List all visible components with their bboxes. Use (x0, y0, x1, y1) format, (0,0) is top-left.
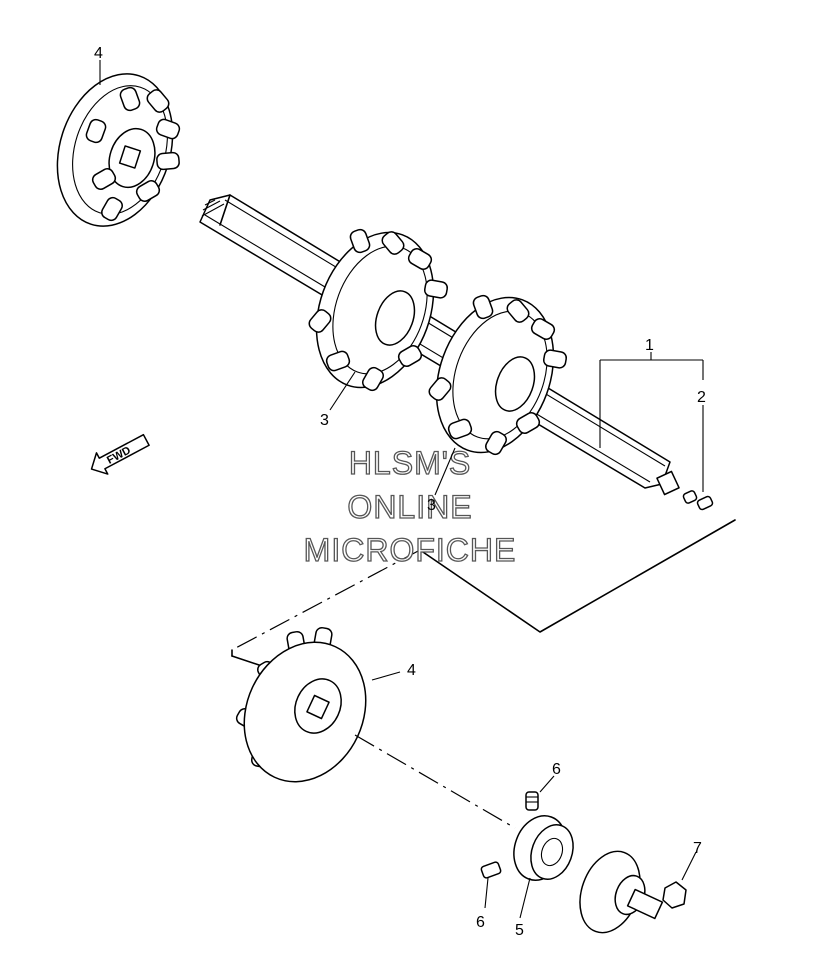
sprocket-middle-left (308, 228, 449, 392)
callout-6-top: 6 (552, 761, 561, 778)
watermark: HLSM'S ONLINE MICROFICHE (303, 444, 517, 568)
callout-1: 1 (645, 337, 654, 354)
set-screw-top (525, 791, 539, 811)
watermark-line-3: MICROFICHE (304, 532, 517, 568)
callout-4-lower: 4 (407, 662, 416, 679)
callout-3-left: 3 (320, 412, 329, 429)
callout-2: 2 (697, 389, 706, 406)
drive-shaft (199, 194, 680, 496)
idler-wheel-lower (235, 626, 367, 783)
callout-5: 5 (515, 922, 524, 939)
callout-3-right: 3 (427, 497, 436, 514)
shaft-plug (682, 490, 714, 511)
assembly-outline (231, 519, 736, 667)
leader-lines (99, 60, 697, 919)
callout-6-bottom: 6 (476, 914, 485, 931)
watermark-line-1: HLSM'S (349, 445, 471, 481)
hub-flange (579, 850, 664, 934)
callout-4-top: 4 (94, 45, 103, 62)
set-screw-bottom (480, 861, 502, 879)
sprocket-wheel-top (56, 73, 181, 227)
assembly-axis-line (354, 734, 516, 829)
watermark-line-2: ONLINE (347, 489, 472, 525)
nut (662, 881, 687, 909)
sprocket-middle-right (428, 294, 568, 456)
fwd-arrow-icon: FWD (90, 433, 150, 475)
bearing (513, 815, 574, 881)
fwd-label: FWD (105, 444, 133, 466)
callout-bracket (599, 352, 704, 492)
callout-7: 7 (693, 840, 702, 857)
